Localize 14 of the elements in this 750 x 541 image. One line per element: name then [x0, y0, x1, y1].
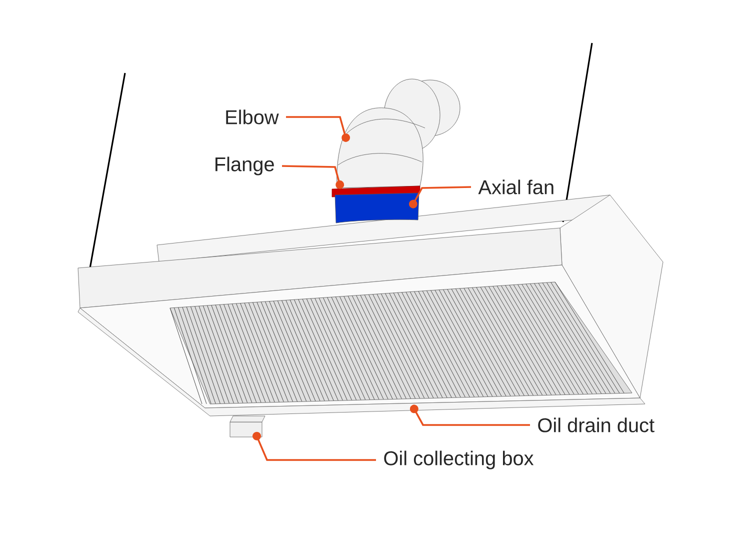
- leader-line: [282, 165, 344, 189]
- part-label: Oil drain duct: [538, 418, 654, 432]
- part-label: Oil collecting box: [384, 450, 534, 470]
- leader-line: [286, 116, 350, 142]
- elbow-drawing: [336, 78, 460, 188]
- part-label: Elbow: [226, 110, 279, 124]
- fan-drawing: [334, 192, 420, 224]
- leader-line: [252, 432, 376, 461]
- drain-duct-drawing: [78, 308, 646, 416]
- part-label: Axial fan: [478, 180, 554, 194]
- collecting-box-drawing: [230, 416, 266, 438]
- part-label: Flange: [216, 156, 274, 176]
- leader-line: [410, 404, 530, 426]
- leader-line: [408, 186, 472, 208]
